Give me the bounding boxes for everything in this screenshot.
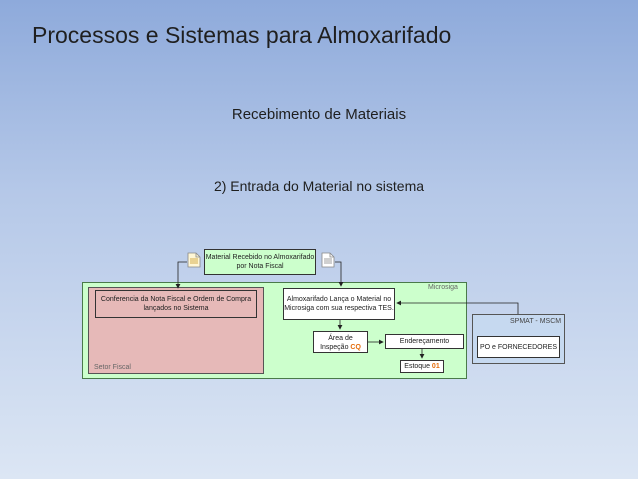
area-inspecao-cq: CQ <box>350 344 361 351</box>
spmat-label: SPMAT - MSCM <box>510 318 562 325</box>
estoque-text: Estoque <box>404 363 430 370</box>
po-fornecedores-box: PO e FORNECEDORES <box>477 336 560 358</box>
estoque-box: Estoque 01 <box>400 360 444 373</box>
conferencia-box: Conferencia da Nota Fiscal e Ordem de Co… <box>95 290 257 318</box>
area-inspecao-text: Área de Inspeção <box>320 335 353 351</box>
slide-subheading: 2) Entrada do Material no sistema <box>213 178 425 194</box>
slide-title: Processos e Sistemas para Almoxarifado <box>32 22 452 48</box>
material-recebido-box: Material Recebido no Almoxarifado por No… <box>204 249 316 275</box>
enderecamento-box: Endereçamento <box>385 334 464 349</box>
almoxarifado-box: Almoxarifado Lança o Material no Microsi… <box>283 288 395 320</box>
slide-heading: Recebimento de Materiais <box>231 106 407 123</box>
estoque-01: 01 <box>431 363 440 370</box>
document-icon <box>321 252 335 268</box>
document-icon <box>187 252 201 268</box>
area-inspecao-box: Área de Inspeção CQ <box>313 331 368 353</box>
microsiga-label: Microsiga <box>428 284 458 291</box>
setor-fiscal-label: Setor Fiscal <box>94 364 131 371</box>
